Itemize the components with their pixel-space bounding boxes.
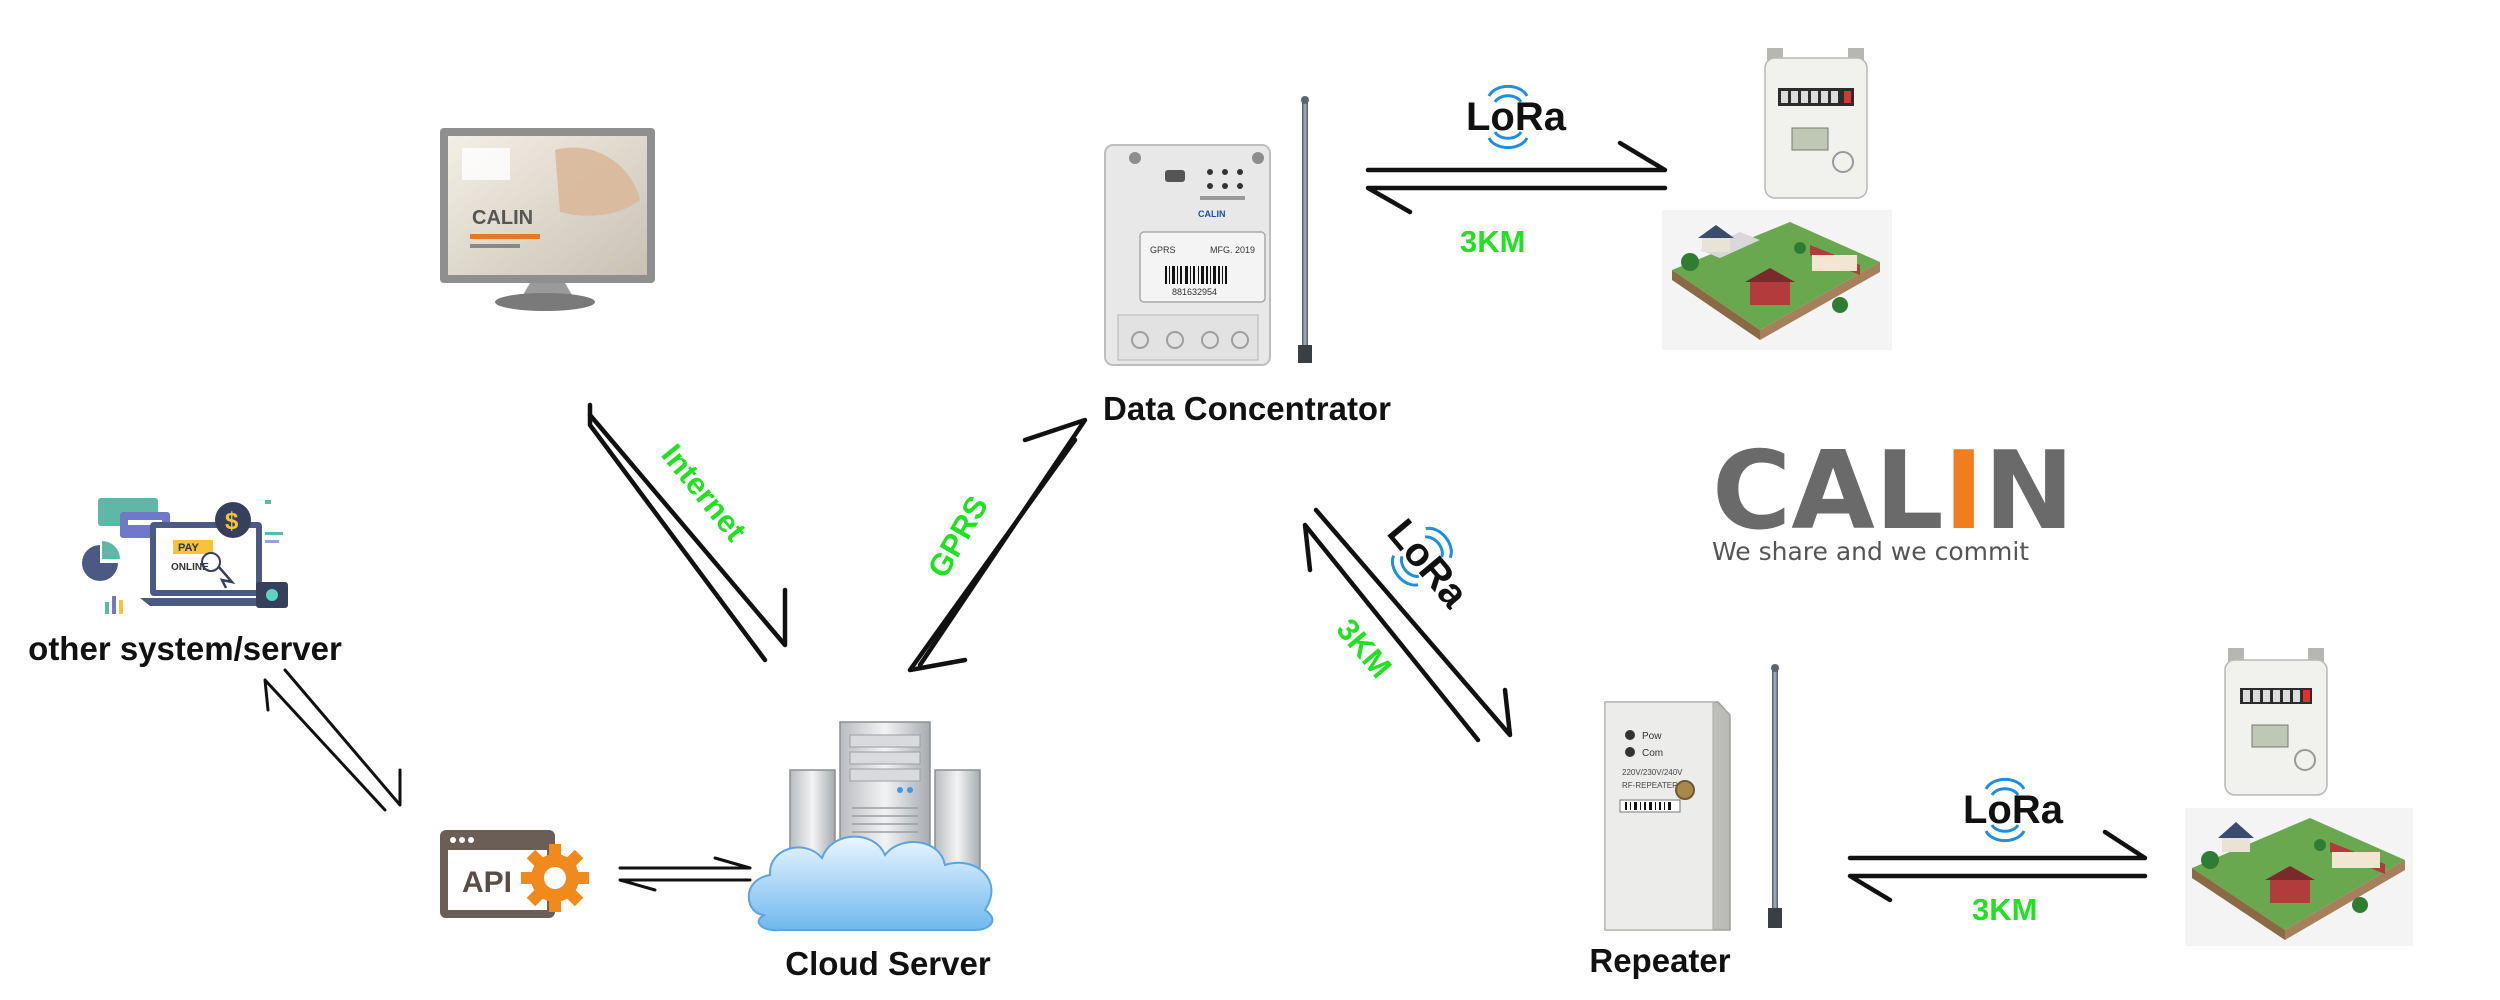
concentrator-brand: CALIN [1198, 209, 1226, 219]
repeater-pow-text: Pow [1642, 731, 1662, 742]
gas-meter-icon [1764, 48, 1868, 199]
lora-top-text: LoRa [1466, 95, 1567, 139]
residential-houses-icon [1662, 210, 1892, 350]
lora-top-link-arrows [1365, 140, 1668, 215]
desktop-monitor-icon: CALIN [440, 128, 655, 311]
lora-top-range-label: 3KM [1460, 224, 1525, 259]
residential-houses-icon [2185, 808, 2413, 946]
gprs-link-arrows [907, 417, 1088, 673]
other-system-api-link-arrows [263, 668, 402, 812]
api-cloud-link-arrows [618, 856, 752, 892]
repeater-model-text: RF-REPEATER [1622, 781, 1678, 790]
brand-name-i: I [1944, 429, 1984, 554]
cloud-server-label: Cloud Server [785, 945, 991, 982]
lora-logo-icon: LoRa [1379, 511, 1477, 616]
calin-logo: CALIN We share and we commit [1712, 429, 2074, 566]
data-concentrator-icon: CALIN GPRS MFG. 2019 881632954 [1104, 96, 1312, 366]
online-text: ONLINE [171, 562, 209, 573]
brand-name-right: N [1984, 429, 2074, 554]
data-concentrator-label: Data Concentrator [1103, 390, 1391, 427]
svg-text:CALIN: CALIN [1712, 429, 2074, 554]
online-payment-icon: PAY ONLINE $ [82, 498, 288, 614]
api-gear-icon: API [440, 830, 589, 918]
internet-link-arrows [587, 402, 788, 663]
repeater-spec-text: 220V/230V/240V [1622, 768, 1683, 777]
lora-bottom-text: LoRa [1963, 788, 2064, 832]
other-system-label: other system/server [28, 630, 342, 667]
api-text: API [462, 866, 512, 899]
concentrator-mfg-text: MFG. 2019 [1210, 245, 1255, 255]
lora-diag-range-label: 3KM [1330, 612, 1399, 685]
lora-bottom-link-arrows [1847, 829, 2148, 903]
lora-bottom-range-label: 3KM [1972, 892, 2037, 927]
brand-slogan: We share and we commit [1712, 537, 2029, 566]
gas-meter-icon [2224, 648, 2328, 796]
svg-text:$: $ [225, 508, 239, 535]
monitor-brand: CALIN [472, 207, 533, 229]
brand-name-left: CAL [1712, 429, 1944, 554]
concentrator-serial: 881632954 [1172, 287, 1217, 297]
repeater-icon: Pow Com 220V/230V/240V RF-REPEATER [1604, 664, 1782, 931]
lora-logo-icon: LoRa [1466, 84, 1567, 150]
lora-logo-icon: LoRa [1963, 777, 2064, 843]
pay-text: PAY [178, 542, 199, 554]
concentrator-gprs-text: GPRS [1150, 245, 1176, 255]
lora-diag-link-arrows [1302, 507, 1513, 743]
repeater-label: Repeater [1589, 942, 1730, 979]
cloud-server-icon [747, 721, 994, 932]
repeater-com-text: Com [1642, 748, 1663, 759]
